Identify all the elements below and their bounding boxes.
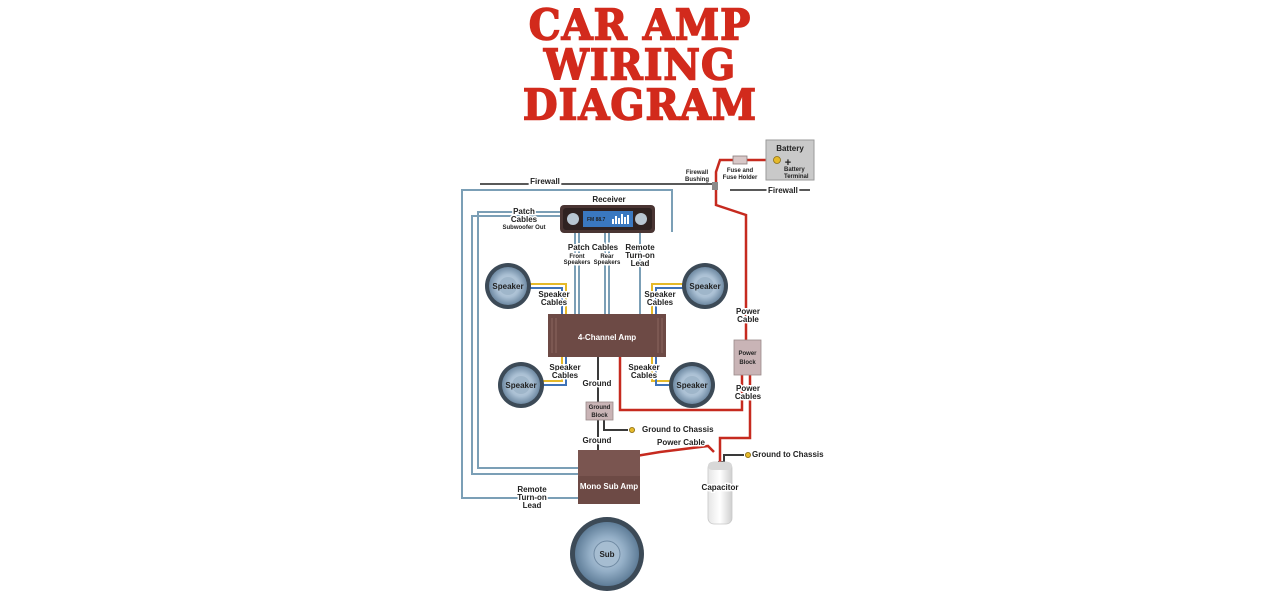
- ground-label: Ground: [583, 379, 612, 388]
- firewall-label: Firewall: [530, 177, 560, 186]
- capacitor: [707, 461, 733, 525]
- speaker-wires: [528, 283, 684, 386]
- power-cables: [618, 158, 776, 462]
- speaker-cables-label-2: Cables: [552, 371, 579, 380]
- rear-speakers-label-1: Rear: [600, 254, 614, 260]
- speaker-label: Speaker: [689, 282, 720, 291]
- fuse-holder: Fuse and Fuse Holder: [723, 155, 758, 181]
- receiver-display: [583, 211, 633, 227]
- speaker-label: Speaker: [505, 381, 536, 390]
- speaker-top-right: Speaker: [682, 263, 728, 309]
- title-line-1: CAR AMP: [528, 0, 752, 51]
- title-line-3: DIAGRAM: [522, 80, 758, 131]
- power-cables-label-1: Power: [736, 384, 760, 393]
- firewall-bushing-icon: [712, 182, 718, 190]
- speaker-cables-label-1: Speaker: [628, 363, 659, 372]
- patch-cables-left-1: Patch: [513, 207, 535, 216]
- firewall-bushing-label-2: Bushing: [685, 177, 709, 183]
- speaker-cables-label-1: Speaker: [538, 290, 569, 299]
- sub-label: Sub: [599, 550, 614, 559]
- capacitor-label: Capacitor: [702, 483, 739, 492]
- power-cable-horizontal-label: Power Cable: [657, 438, 706, 447]
- speaker-cables-label-1: Speaker: [549, 363, 580, 372]
- receiver-eq-icon: [612, 214, 629, 224]
- firewall-line: [480, 183, 810, 191]
- speaker-cables-label-2: Cables: [541, 298, 568, 307]
- ground-block-label-2: Block: [591, 413, 608, 419]
- speaker-bottom-right: Speaker: [669, 362, 715, 408]
- rear-speakers-label-2: Speakers: [594, 260, 621, 266]
- remote-turn-on-label-3: Lead: [631, 259, 650, 268]
- power-cable-label-1: Power: [736, 307, 760, 316]
- battery-terminal-label-1: Battery: [784, 167, 805, 173]
- speaker-cables-label-2: Cables: [631, 371, 658, 380]
- title-line-2: WIRING: [543, 40, 737, 91]
- speaker-cables-label-1: Speaker: [644, 290, 675, 299]
- battery-terminal-icon: [773, 156, 781, 164]
- mono-amp-label: Mono Sub Amp: [580, 482, 638, 491]
- speaker-label: Speaker: [676, 381, 707, 390]
- receiver-knob-icon: [635, 213, 647, 225]
- subwoofer-out-label: Subwoofer Out: [503, 225, 546, 231]
- diagram-labels: Firewall Firewall Firewall Bushing Recei…: [501, 170, 824, 512]
- power-cable-label-2: Cable: [737, 315, 759, 324]
- front-speakers-label-2: Speakers: [564, 260, 591, 266]
- patch-cables-left-2: Cables: [511, 215, 538, 224]
- diagram-title: CAR AMP WIRING DIAGRAM: [440, 0, 840, 131]
- fuse-label-2: Fuse Holder: [723, 175, 758, 181]
- firewall-label: Firewall: [768, 186, 798, 195]
- power-block: Power Block: [733, 339, 762, 376]
- power-block-label-2: Block: [739, 360, 756, 366]
- speaker-top-left: Speaker: [485, 263, 531, 309]
- receiver: FM 88.7: [560, 205, 655, 233]
- fuse-label-1: Fuse and: [727, 168, 754, 174]
- battery-terminal-label-2: Terminal: [784, 174, 809, 180]
- ground-label: Ground: [583, 436, 612, 445]
- front-speakers-label-1: Front: [569, 254, 584, 260]
- ground-to-chassis-label: Ground to Chassis: [642, 425, 714, 434]
- receiver-knob-icon: [567, 213, 579, 225]
- ground-dots: [629, 426, 752, 458]
- firewall-bushing-label-1: Firewall: [686, 170, 709, 176]
- ground-block: Ground Block: [585, 401, 614, 421]
- battery-label: Battery: [776, 144, 804, 153]
- power-cables-label-2: Cables: [735, 392, 762, 401]
- remote-turn-on-label-2: Turn-on: [625, 251, 655, 260]
- remote-turn-on-lead-label-3: Lead: [523, 501, 542, 510]
- speaker-cables-label-2: Cables: [647, 298, 674, 307]
- power-block-label-1: Power: [738, 351, 757, 357]
- amp4-label: 4-Channel Amp: [578, 333, 636, 342]
- four-channel-amp: 4-Channel Amp: [548, 314, 666, 357]
- speaker-bottom-left: Speaker: [498, 362, 544, 408]
- ground-block-label-1: Ground: [589, 405, 611, 411]
- speaker-label: Speaker: [492, 282, 523, 291]
- subwoofer: Sub: [570, 517, 644, 591]
- ground-to-chassis-label: Ground to Chassis: [752, 450, 824, 459]
- receiver-label: Receiver: [592, 195, 625, 204]
- battery-plus: +: [785, 157, 791, 169]
- remote-turn-on-lead-label-2: Turn-on: [517, 493, 547, 502]
- receiver-display-text: FM 88.7: [587, 217, 606, 223]
- remote-turn-on-lead-label-1: Remote: [517, 485, 547, 494]
- remote-turn-on-label-1: Remote: [625, 243, 655, 252]
- mono-sub-amp: Mono Sub Amp: [578, 450, 640, 504]
- patch-cables-label: Patch Cables: [568, 243, 619, 252]
- signal-cables: [461, 189, 673, 499]
- battery: Battery + Battery Terminal: [765, 139, 815, 181]
